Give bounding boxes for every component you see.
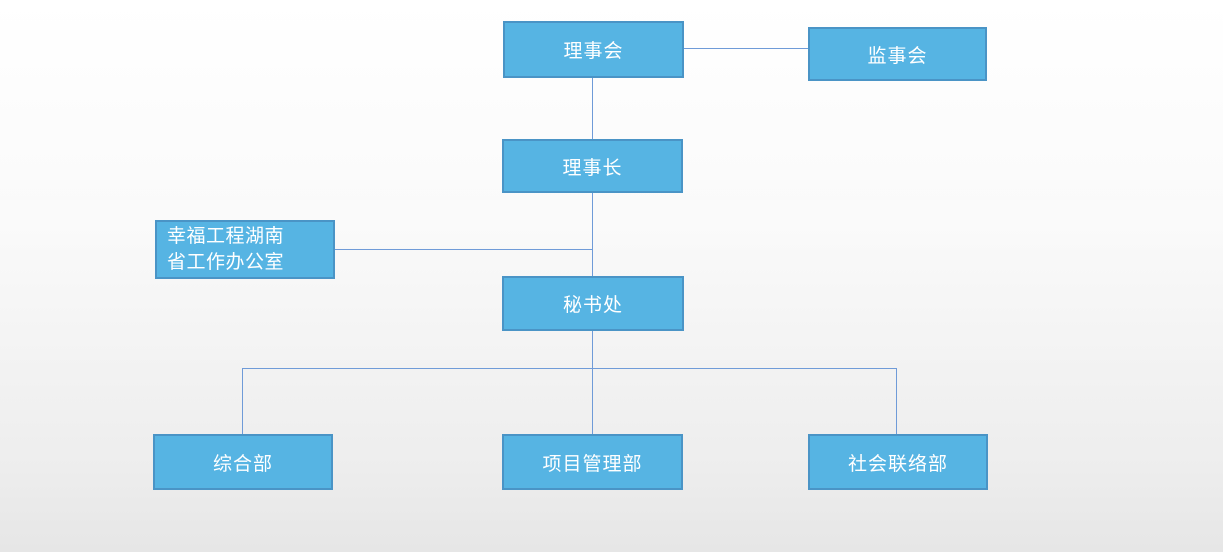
connector-board-supervisors (684, 48, 808, 49)
node-secretariat: 秘书处 (502, 276, 684, 331)
node-general-department: 综合部 (153, 434, 333, 490)
connector-board-chairman (592, 78, 593, 140)
node-label-line1: 幸福工程湖南 (167, 225, 285, 247)
connector-chairman-secretariat (592, 193, 593, 276)
node-social-liaison-department: 社会联络部 (808, 434, 988, 490)
node-hunan-work-office: 幸福工程湖南 省工作办公室 (155, 220, 335, 279)
node-label-line2: 省工作办公室 (167, 251, 285, 273)
node-label: 秘书处 (562, 295, 623, 316)
connector-bus-general (242, 368, 243, 434)
node-label: 社会联络部 (847, 453, 948, 475)
connector-secretariat-bus (592, 331, 593, 369)
node-chairman: 理事长 (502, 139, 683, 193)
node-project-management-department: 项目管理部 (502, 434, 683, 490)
node-label: 理事会 (563, 41, 624, 62)
node-board-of-directors: 理事会 (503, 21, 684, 78)
connector-bus-horizontal (242, 368, 897, 369)
connector-bus-liaison (896, 368, 897, 434)
connector-office-trunk (335, 249, 592, 250)
node-label: 理事长 (562, 157, 623, 179)
node-label: 项目管理部 (542, 453, 643, 475)
connector-bus-project (592, 368, 593, 434)
node-board-of-supervisors: 监事会 (808, 27, 987, 81)
node-label: 综合部 (212, 453, 273, 475)
node-label: 监事会 (867, 45, 928, 67)
